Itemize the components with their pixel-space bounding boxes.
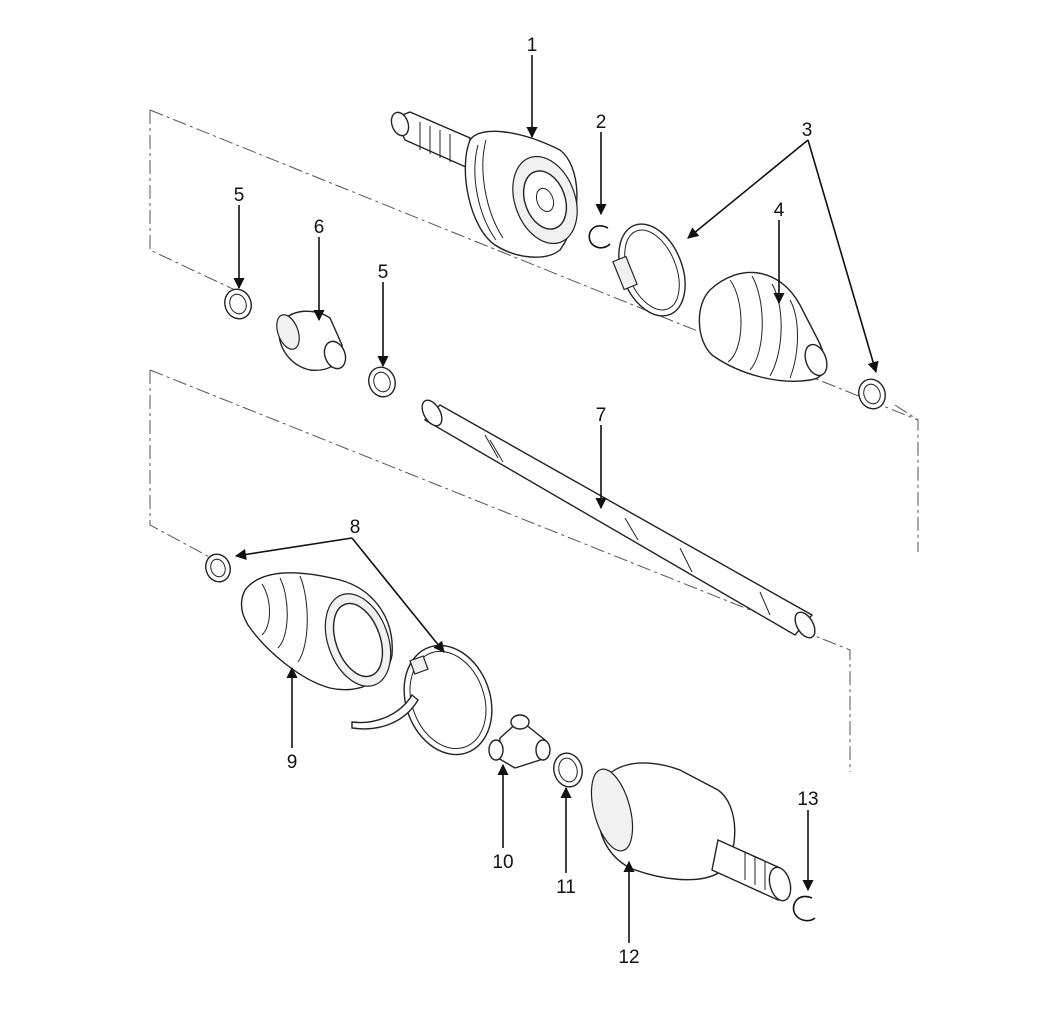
dynamic-damper <box>276 310 347 371</box>
circlip <box>588 225 611 249</box>
lower-alignment-outline <box>149 369 851 772</box>
callout-7: 7 <box>596 405 607 426</box>
snap-ring <box>553 752 583 788</box>
inner-small-clamp <box>205 553 231 583</box>
drive-shaft <box>421 399 816 639</box>
callout-1: 1 <box>527 35 538 56</box>
callout-8: 8 <box>350 517 361 538</box>
callout-5-middle: 5 <box>378 262 389 283</box>
callout-6: 6 <box>314 217 325 238</box>
small-clamp-left <box>224 288 252 320</box>
callout-9: 9 <box>287 752 298 773</box>
leader-lines <box>233 55 879 943</box>
callout-3: 3 <box>802 120 813 141</box>
inner-large-band <box>351 644 493 756</box>
callout-13: 13 <box>797 789 818 810</box>
outer-cv-joint <box>390 111 578 258</box>
spider-assembly <box>488 714 551 769</box>
callout-4: 4 <box>774 200 785 221</box>
small-clamp-middle <box>368 366 396 398</box>
callout-labels: 1 2 3 4 5 5 6 7 8 9 10 11 12 13 <box>234 35 819 968</box>
callout-2: 2 <box>596 112 607 133</box>
small-clamp-right <box>858 378 886 410</box>
callout-11: 11 <box>556 877 576 898</box>
callout-12: 12 <box>618 947 639 968</box>
inner-boot <box>240 572 393 691</box>
callout-10: 10 <box>492 852 513 873</box>
inner-joint-housing <box>590 762 792 902</box>
large-boot-band <box>612 223 686 317</box>
upper-alignment-outline <box>149 109 919 552</box>
outer-boot <box>698 271 828 382</box>
callout-5-left: 5 <box>234 185 245 206</box>
end-circlip <box>792 895 816 922</box>
